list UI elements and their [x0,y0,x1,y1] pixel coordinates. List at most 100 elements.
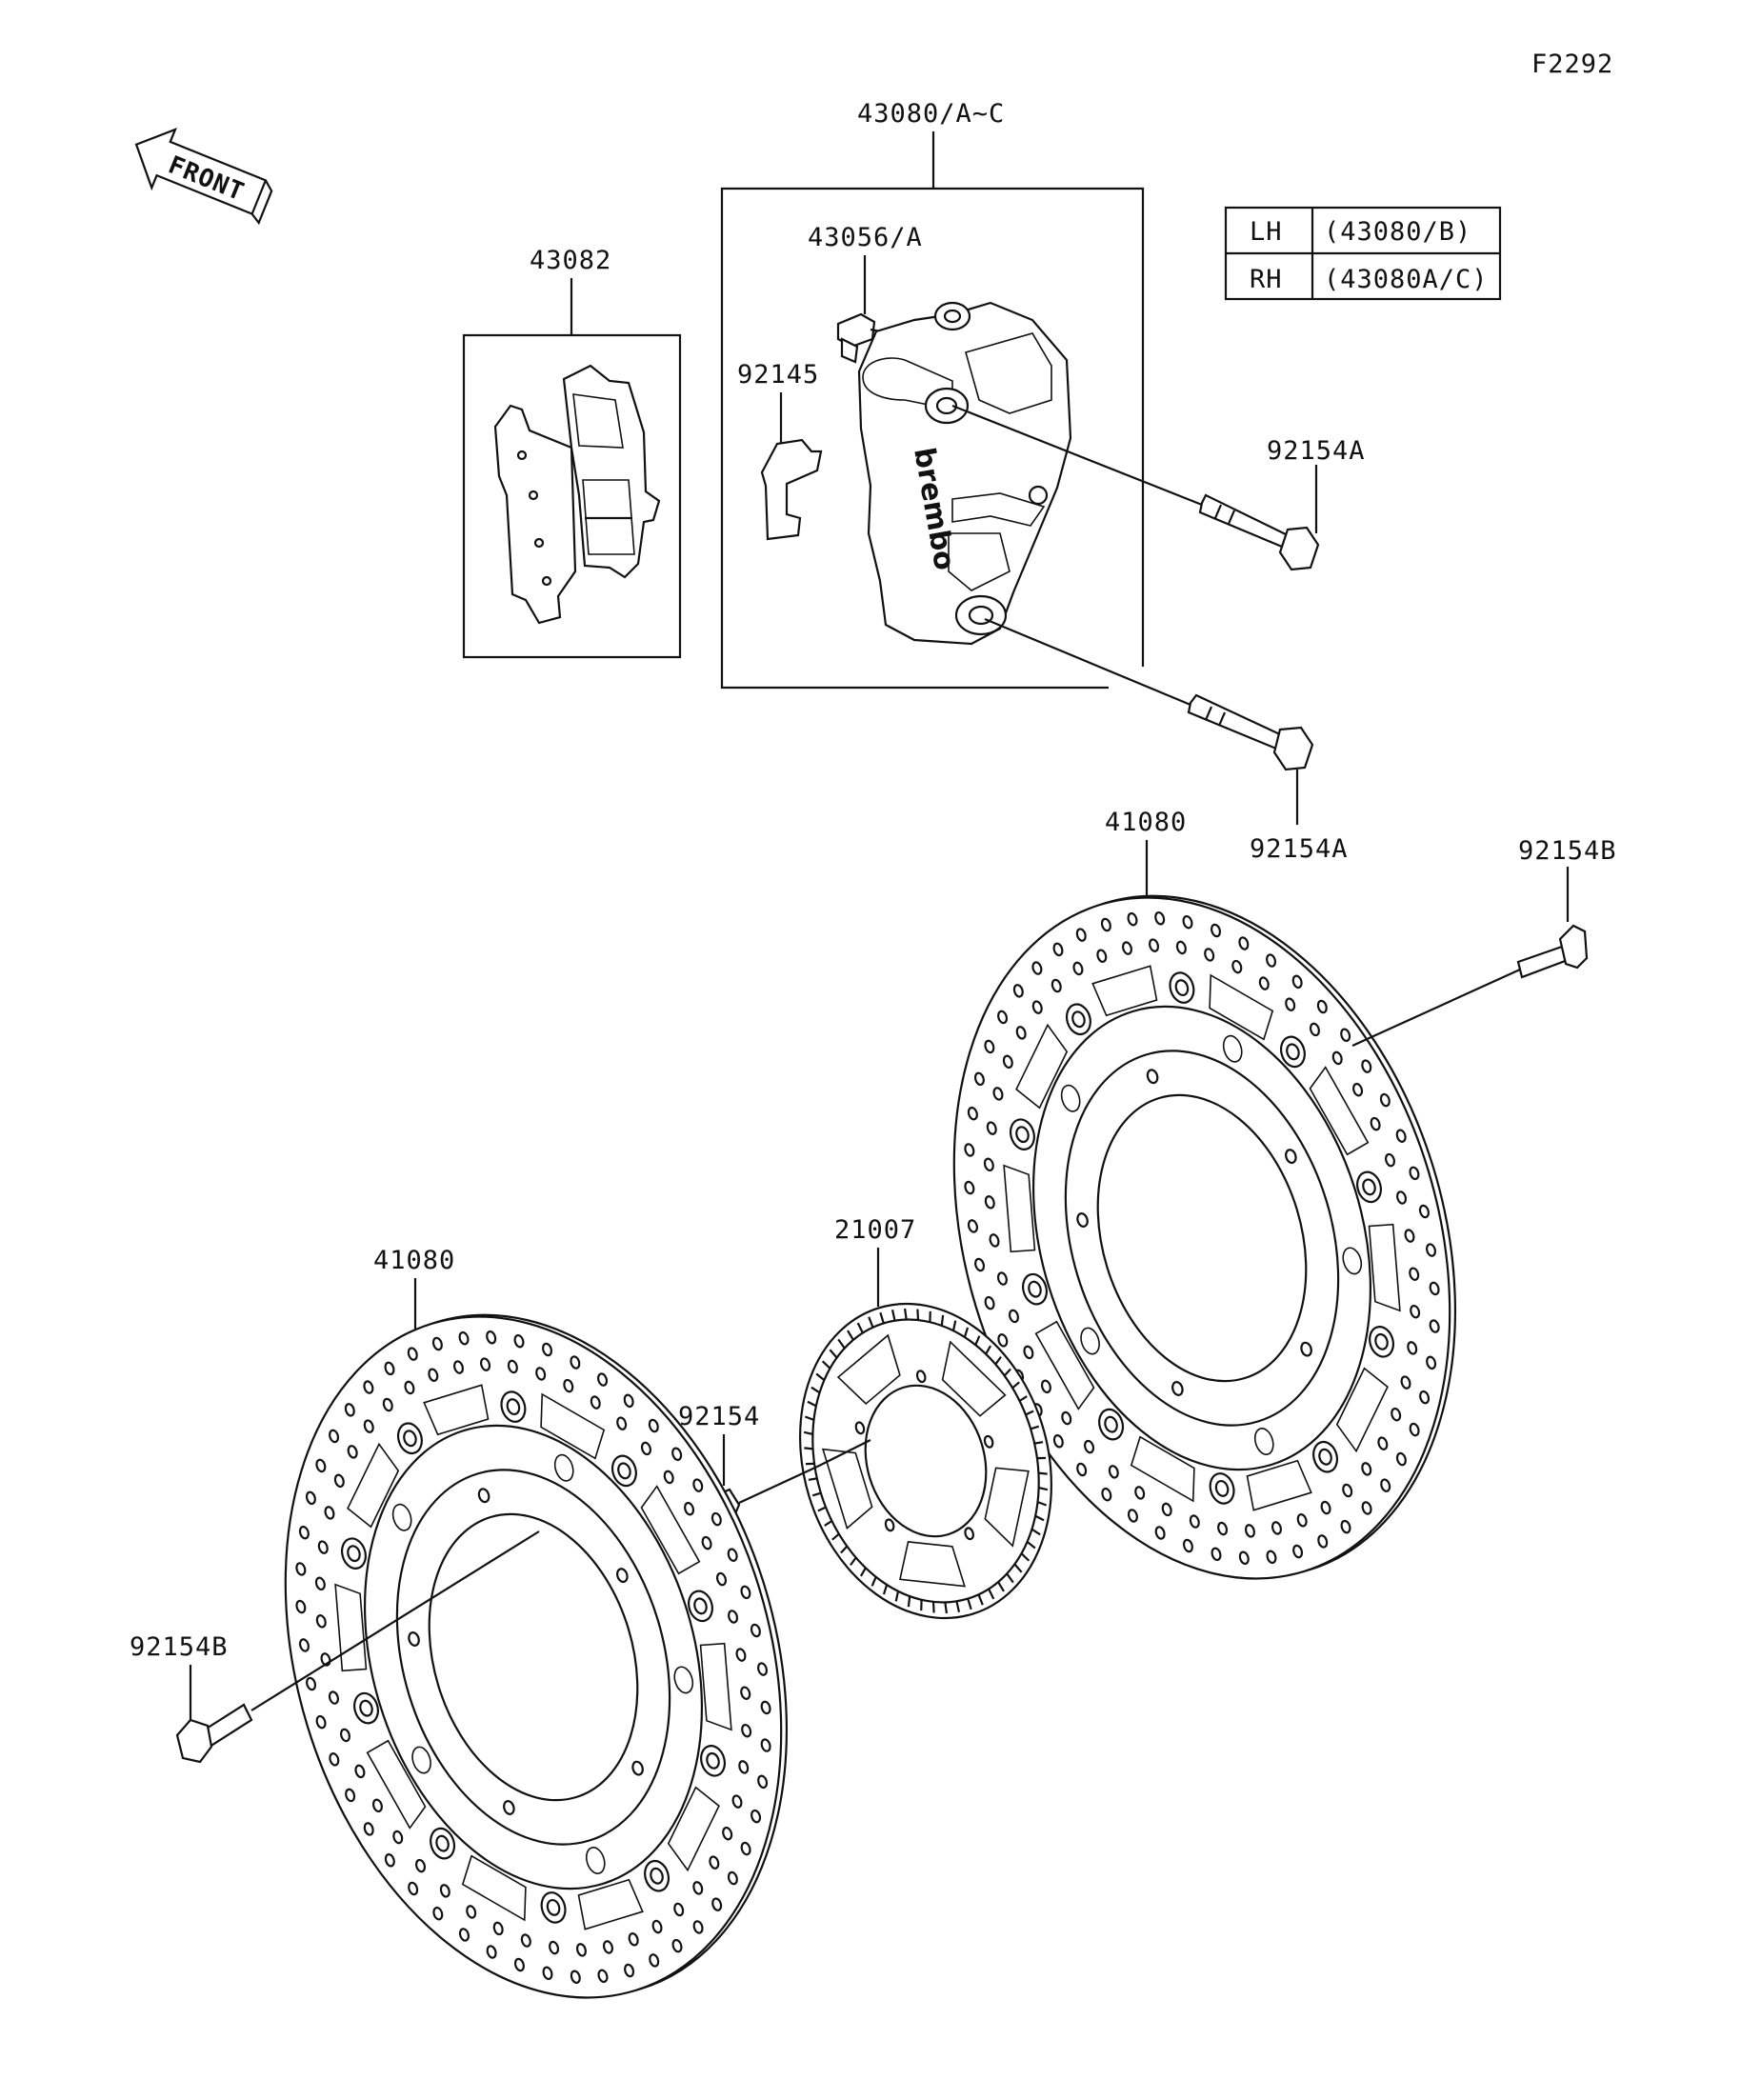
sensor-tooth [1026,1541,1036,1550]
sensor-tooth [974,1335,981,1346]
drill-hole [692,1478,704,1492]
drill-hole [507,1359,518,1374]
drill-hole [1015,1026,1027,1040]
sensor-tooth [951,1320,957,1331]
sensor-bolt-hole [983,1434,994,1449]
drill-hole [711,1897,723,1911]
drill-hole [439,1884,450,1898]
sensor-window [899,1541,966,1588]
drill-hole [1100,917,1111,932]
drill-hole [329,1429,340,1444]
drill-hole [1127,1509,1138,1523]
drill-hole [363,1419,374,1433]
drill-hole [973,1071,985,1087]
sensor-tooth [891,1309,896,1321]
drill-hole [1384,1152,1396,1168]
sensor-tooth [804,1415,814,1421]
sensor-tooth [1036,1456,1047,1460]
sensor-tooth [916,1309,920,1321]
drill-hole [1361,1059,1372,1073]
sensor-tooth [879,1311,885,1324]
drill-hole [1211,923,1222,938]
float-button-hole [403,1430,417,1448]
sensor-bore [864,1384,988,1538]
sensor-bolt-hole [964,1527,974,1541]
disc-window [667,1786,720,1872]
drill-hole [709,1855,720,1870]
brake-pad-set: 43082 [462,246,682,659]
drill-hole [1292,1544,1304,1559]
carrier-slot [1222,1034,1243,1063]
drill-hole [692,1920,704,1934]
float-button-hole [347,1545,361,1563]
drill-hole [549,1940,560,1955]
drill-hole [1101,1487,1112,1502]
drill-hole [992,1087,1004,1101]
drill-hole [570,1970,581,1985]
float-button-hole [1374,1332,1389,1350]
carrier-bolt-hole [1300,1341,1312,1357]
drill-hole [597,1969,609,1984]
float-button [1065,1003,1091,1036]
sensor-tooth [931,1601,935,1613]
sensor-tooth [882,1584,889,1595]
disc-window [1130,1435,1195,1503]
sensor-tooth [817,1506,827,1512]
drill-hole [1426,1355,1437,1370]
drill-hole [344,1403,355,1417]
float-button-hole [506,1398,521,1416]
drill-hole [590,1395,601,1410]
sensor-tooth [856,1322,864,1334]
disc-window [334,1583,368,1672]
drill-hole [750,1809,762,1824]
sensor-tooth [847,1330,854,1341]
carrier-bolt-hole [1146,1069,1159,1085]
sensor-tooth [1020,1552,1031,1562]
float-button [500,1390,527,1423]
sensor-tooth [1038,1471,1048,1475]
sensor-tooth [815,1372,826,1381]
float-button [1169,971,1195,1004]
sensor-tooth [1006,1572,1014,1584]
float-button [1312,1440,1339,1473]
drill-hole [628,1932,639,1947]
drill-hole [701,1535,712,1550]
disc-window [540,1392,606,1460]
float-button [688,1590,713,1623]
drill-hole [575,1943,587,1957]
drill-hole [1051,978,1062,993]
callout-bleeder-valve: 43056/A [808,223,923,252]
drill-hole [295,1562,307,1576]
callout-pad-spring: 92145 [737,360,819,390]
sensor-tooth [810,1386,821,1394]
drill-hole [1008,1309,1020,1324]
drill-hole [1396,1190,1408,1205]
sensor-tooth [963,1327,970,1338]
float-button [1369,1326,1395,1358]
float-button [396,1422,423,1455]
drill-hole [728,1610,739,1624]
disc-window [577,1878,644,1930]
drill-hole [964,1180,975,1195]
drill-hole [649,1953,660,1968]
drill-hole [458,1330,470,1346]
sensor-window [941,1340,1007,1417]
carrier-bolt-hole [631,1760,644,1776]
drill-hole [967,1219,978,1233]
disc-window [699,1642,732,1731]
drill-hole [1331,1050,1343,1066]
sensor-tooth [1031,1528,1041,1536]
drill-hole [1012,984,1024,998]
float-button-hole [617,1462,631,1480]
drill-hole [692,1881,704,1895]
carrier-slot [1342,1247,1363,1275]
carrier-slot [411,1746,431,1774]
disc-window [1309,1066,1370,1156]
callout-disc-right: 41080 [1105,808,1187,837]
drill-hole [1317,1534,1329,1549]
disc-bolt-right: 92154B [1351,836,1616,1048]
drill-hole [1211,1547,1222,1562]
sensor-tooth [929,1310,931,1323]
disc-window [1091,965,1158,1017]
